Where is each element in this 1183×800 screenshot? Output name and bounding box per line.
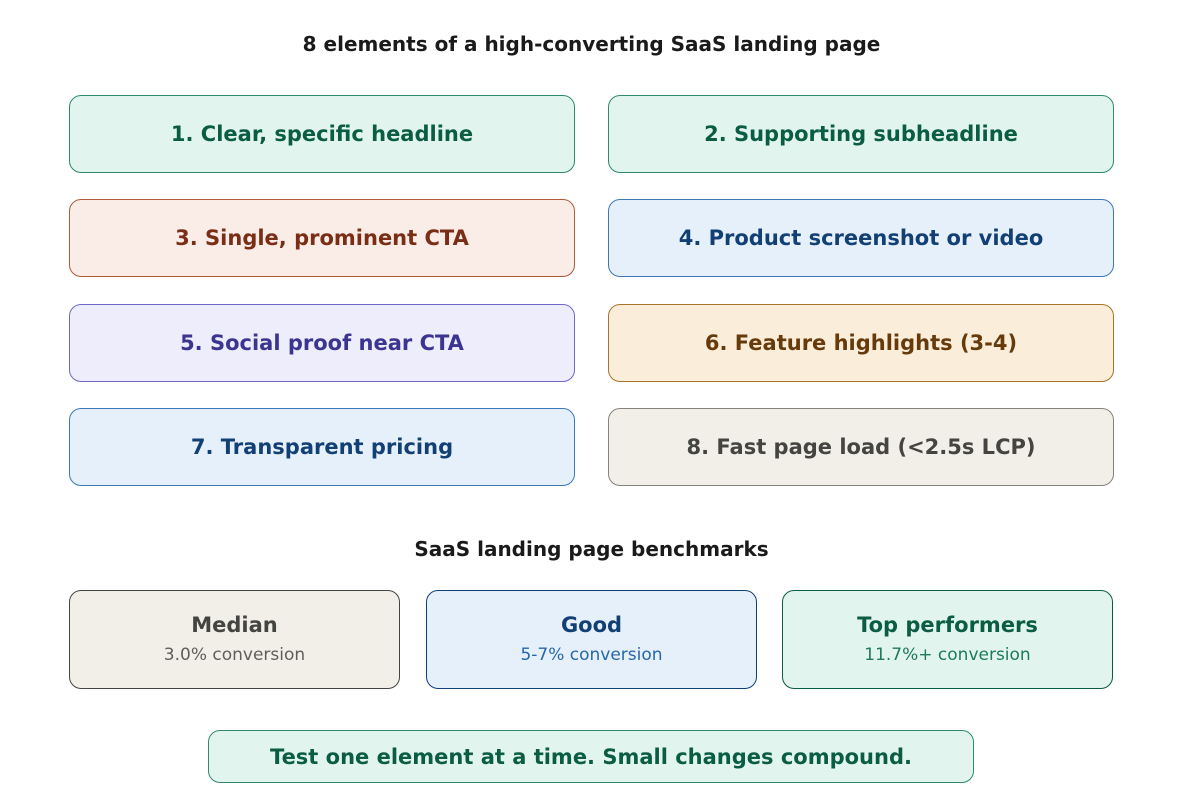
benchmark-title: Good (560, 613, 623, 637)
diagram-title: 8 elements of a high-converting SaaS lan… (302, 32, 881, 56)
benchmark-card-top-performers: Top performers 11.7%+ conversion (782, 590, 1113, 689)
element-card-2: 2. Supporting subheadline (608, 95, 1114, 173)
footer-note: Test one element at a time. Small change… (208, 730, 974, 783)
benchmark-card-good: Good 5-7% conversion (426, 590, 757, 689)
element-card-4: 4. Product screenshot or video (608, 199, 1114, 277)
benchmark-title: Top performers (857, 613, 1038, 637)
element-card-3: 3. Single, prominent CTA (69, 199, 575, 277)
element-card-7: 7. Transparent pricing (69, 408, 575, 486)
benchmark-title: Median (191, 613, 278, 637)
benchmarks-title: SaaS landing page benchmarks (414, 537, 769, 561)
element-card-6: 6. Feature highlights (3-4) (608, 304, 1114, 382)
benchmark-card-median: Median 3.0% conversion (69, 590, 400, 689)
benchmark-value: 5-7% conversion (520, 645, 663, 665)
benchmark-value: 3.0% conversion (163, 645, 306, 665)
element-card-5: 5. Social proof near CTA (69, 304, 575, 382)
element-card-1: 1. Clear, specific headline (69, 95, 575, 173)
benchmark-value: 11.7%+ conversion (864, 645, 1031, 665)
element-card-8: 8. Fast page load (<2.5s LCP) (608, 408, 1114, 486)
